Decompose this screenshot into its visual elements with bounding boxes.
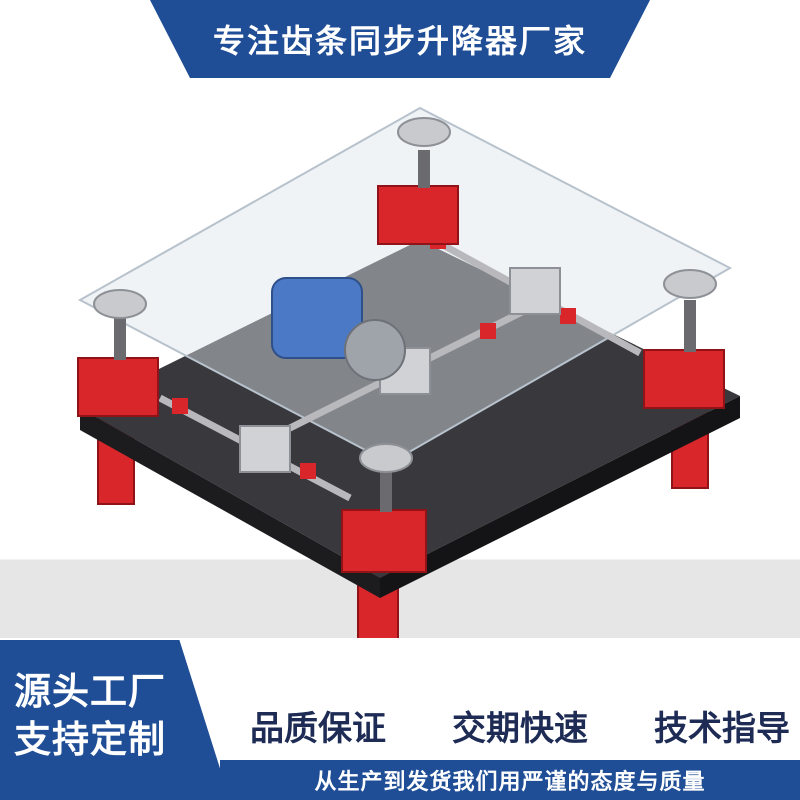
feature-list: 品质保证 交期快速 技术指导 [250, 700, 790, 750]
banner-title: 专注齿条同步升降器厂家 [212, 22, 587, 60]
flange-right [663, 269, 717, 299]
screw-right [684, 300, 696, 352]
jack-front [341, 509, 427, 573]
coupling-2 [300, 463, 316, 479]
jack-right [643, 349, 725, 409]
screw-front [380, 470, 392, 512]
gearbox-left [239, 425, 291, 473]
product-render [0, 78, 800, 638]
base-plate-front [80, 408, 380, 598]
top-banner: 专注齿条同步升降器厂家 [150, 0, 650, 78]
coupling-4 [560, 308, 576, 324]
jack-back [377, 185, 459, 245]
slogan-text: 从生产到发货我们用严谨的态度与质量 [314, 770, 706, 795]
feature-delivery: 交期快速 [452, 708, 588, 749]
flange-left [93, 289, 147, 319]
feature-quality: 品质保证 [250, 708, 386, 749]
badge-line-2: 支持定制 [14, 718, 166, 761]
feature-support: 技术指导 [654, 708, 790, 749]
coupling-1 [172, 398, 188, 414]
base-plate-side [380, 396, 740, 598]
slogan-bar: 从生产到发货我们用严谨的态度与质量 [220, 760, 800, 800]
motor-flange [344, 319, 406, 381]
base-plate-top [80, 240, 740, 578]
coupling-5 [480, 323, 496, 339]
screw-left [114, 310, 126, 360]
screw-back [418, 150, 430, 188]
lift-platform-illustration [77, 106, 740, 638]
jack-left [77, 357, 159, 417]
badge-line-1: 源头工厂 [14, 670, 166, 713]
motor-body [271, 277, 363, 359]
flange-back [397, 117, 451, 147]
flange-front [359, 443, 413, 473]
glass-plate [77, 106, 733, 465]
gearbox-back [509, 267, 561, 315]
